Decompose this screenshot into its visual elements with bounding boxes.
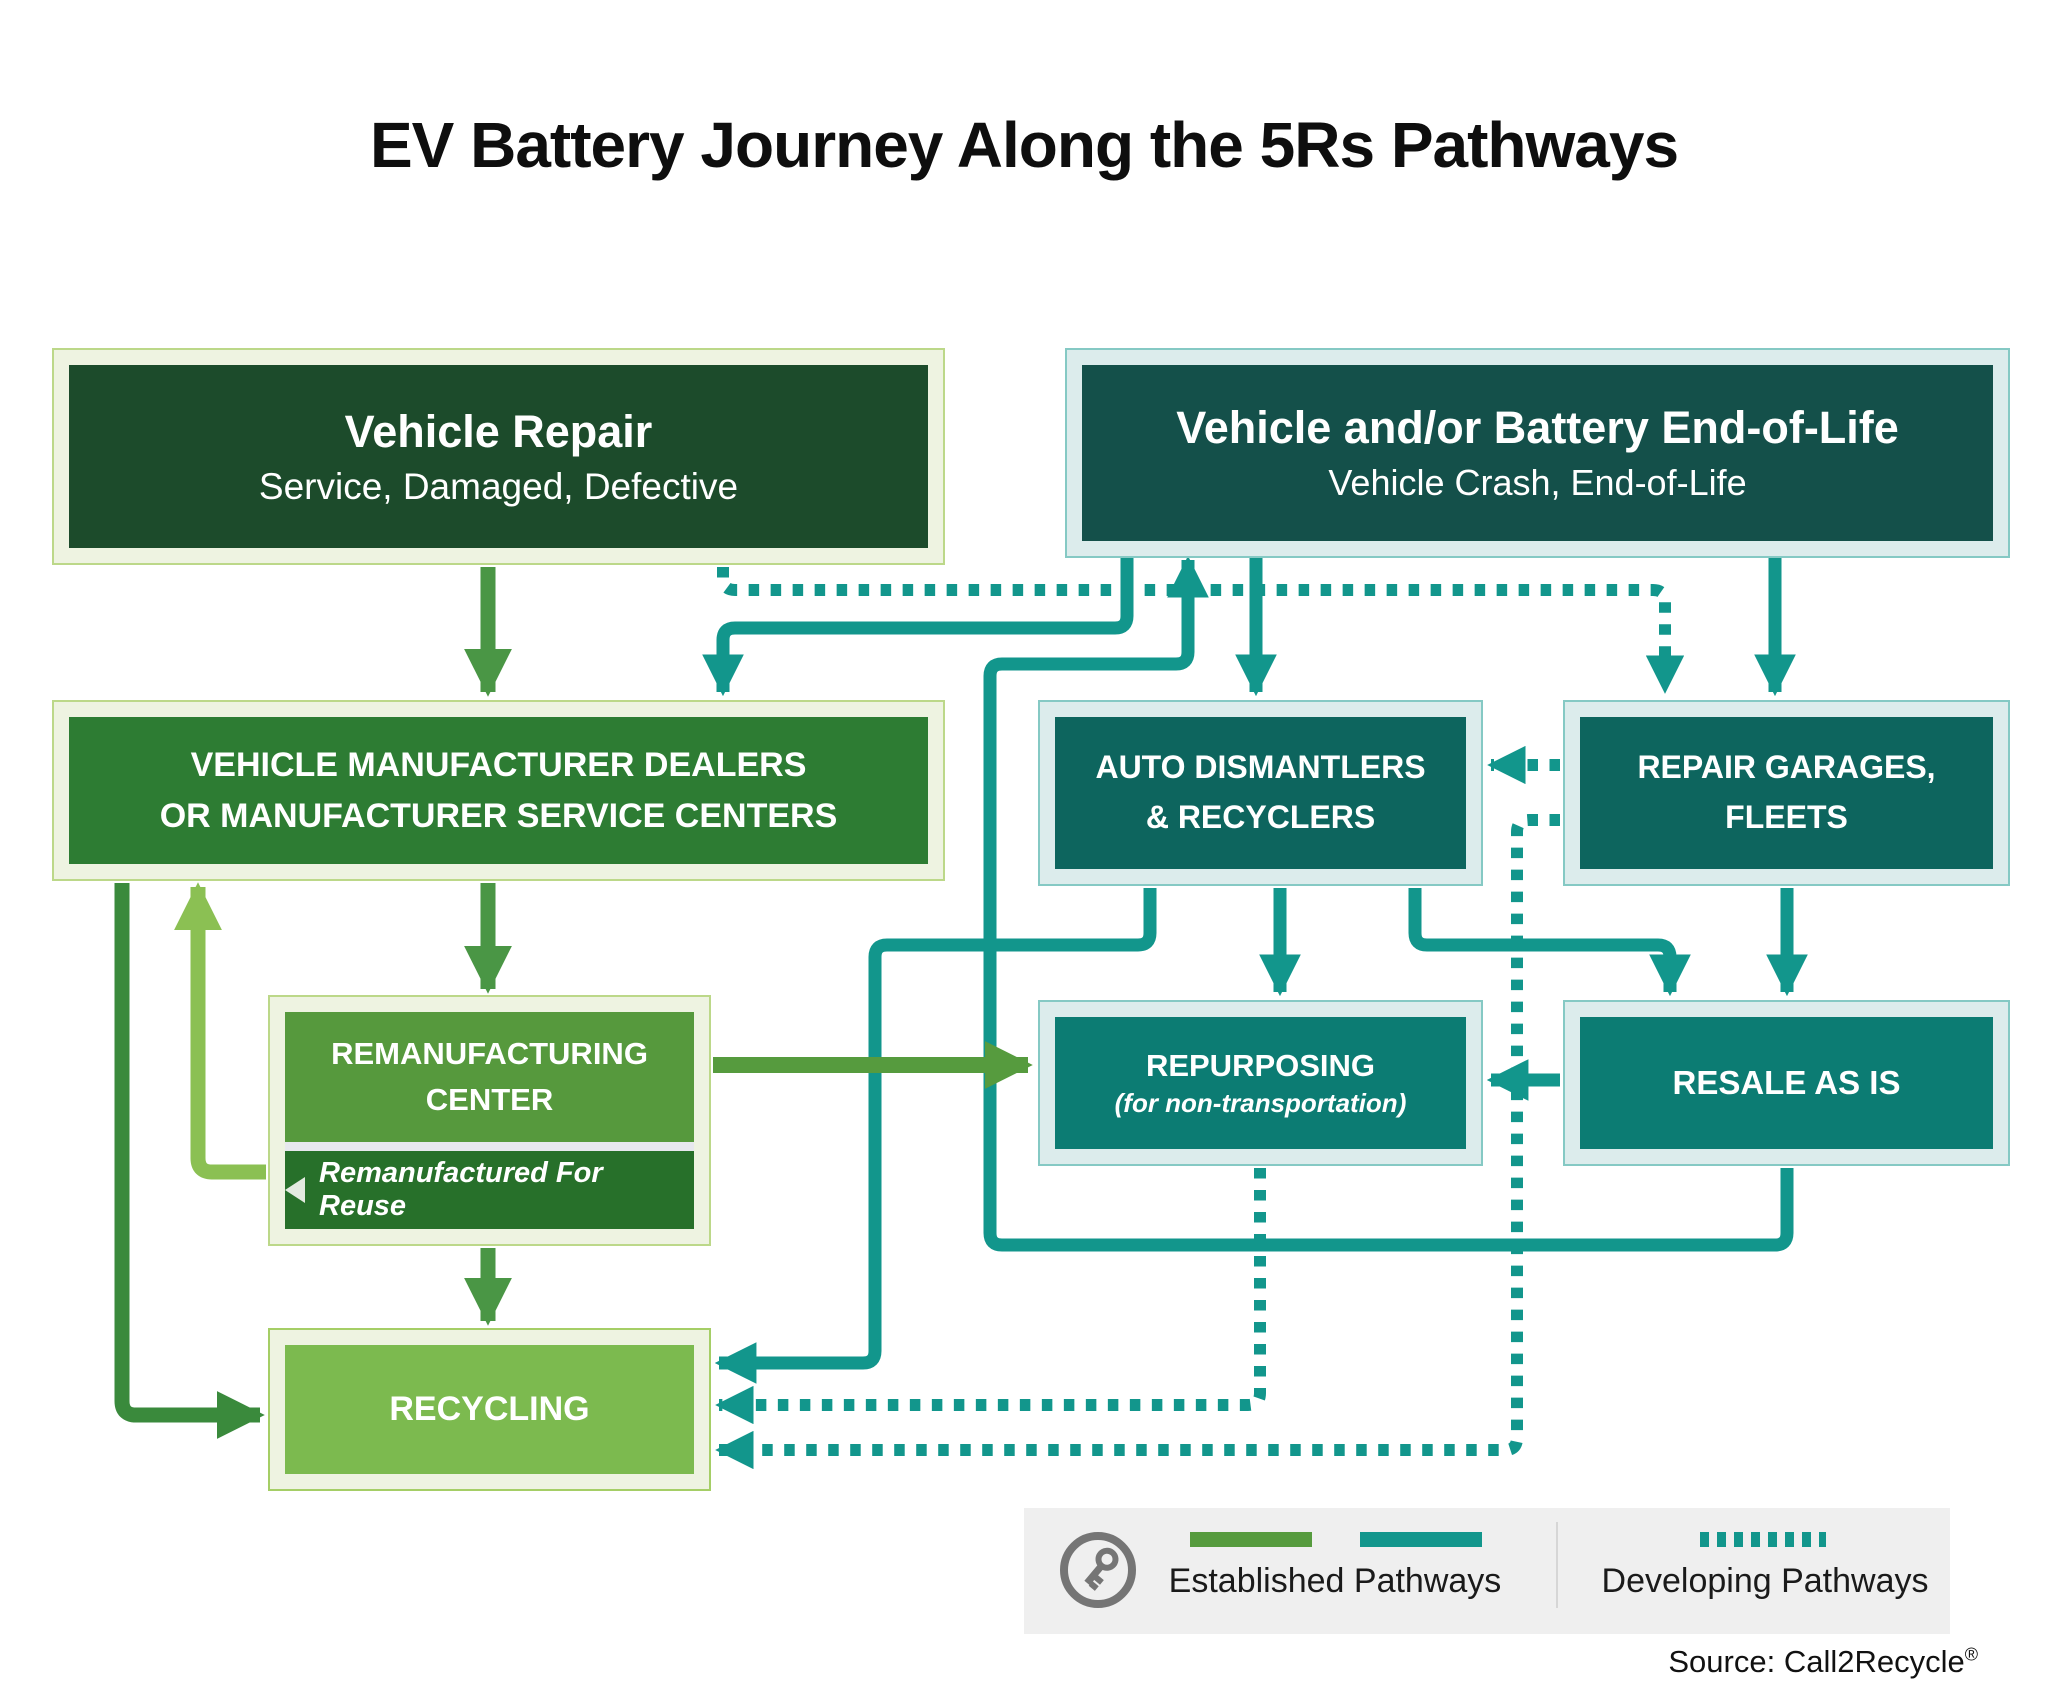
vehicle-repair-subtitle: Service, Damaged, Defective: [258, 465, 739, 507]
end-of-life-title: Vehicle and/or Battery End-of-Life: [1176, 402, 1899, 453]
vehicle-repair-title: Vehicle Repair: [344, 405, 653, 457]
legend-established-teal-line: [1360, 1532, 1482, 1547]
arrow-dismantlers-to-resale: [1408, 888, 1691, 997]
node-garages: REPAIR GARAGES, FLEETS: [1563, 700, 2010, 886]
remanufacturing-line1: REMANUFACTURING: [331, 1035, 648, 1071]
dismantlers-line2: & RECYCLERS: [1145, 799, 1376, 835]
registered-mark: ®: [1964, 1644, 1978, 1665]
node-resale: RESALE AS IS: [1563, 1000, 2010, 1166]
legend: Established Pathways Developing Pathways: [1024, 1508, 1950, 1634]
remanufacturing-line2: CENTER: [425, 1082, 554, 1117]
resale-title: RESALE AS IS: [1672, 1064, 1901, 1101]
source-credit: Source: Call2Recycle®: [1250, 1644, 1978, 1680]
node-end-of-life: Vehicle and/or Battery End-of-Life Vehic…: [1065, 348, 2010, 558]
node-recycling: RECYCLING: [268, 1328, 711, 1491]
arrow-repurposing-to-recycling: [715, 1168, 1266, 1425]
arrow-dismantlers-to-recycling: [714, 888, 1157, 1384]
node-dismantlers: AUTO DISMANTLERS & RECYCLERS: [1038, 700, 1483, 886]
garages-line1: REPAIR GARAGES,: [1637, 749, 1936, 786]
legend-established-green-line: [1190, 1532, 1312, 1547]
reuse-left-arrow-icon: [285, 1177, 305, 1203]
node-repurposing: REPURPOSING (for non-transportation): [1038, 1000, 1483, 1166]
remanufacturing-divider: [285, 1142, 694, 1151]
arrow-dealers-to-recycling: [114, 883, 265, 1440]
node-dealers: VEHICLE MANUFACTURER DEALERS OR MANUFACT…: [52, 700, 945, 881]
garages-line2: FLEETS: [1725, 799, 1848, 835]
page-title: EV Battery Journey Along the 5Rs Pathway…: [369, 109, 1679, 181]
end-of-life-subtitle: Vehicle Crash, End-of-Life: [1328, 462, 1747, 503]
dismantlers-line1: AUTO DISMANTLERS: [1095, 749, 1426, 786]
arrow-end-of-life-to-dealers: [702, 552, 1134, 697]
arrow-reuse-to-dealers: [173, 882, 266, 1180]
dealers-line2: OR MANUFACTURER SERVICE CENTERS: [159, 796, 838, 835]
node-remanufacturing: REMANUFACTURING CENTER Remanufactured Fo…: [268, 995, 711, 1246]
repurposing-subtitle: (for non-transportation): [1114, 1087, 1407, 1118]
arrow-garages-to-recycling: [715, 814, 1560, 1470]
recycling-title: RECYCLING: [389, 1390, 590, 1428]
legend-divider: [1556, 1522, 1558, 1608]
dealers-line1: VEHICLE MANUFACTURER DEALERS: [190, 745, 807, 784]
repurposing-title: REPURPOSING: [1145, 1047, 1376, 1083]
reuse-label: Remanufactured For Reuse: [319, 1157, 603, 1222]
legend-established-label: Established Pathways: [1168, 1562, 1502, 1600]
legend-developing-label: Developing Pathways: [1601, 1562, 1929, 1600]
key-icon: [1060, 1532, 1136, 1608]
source-text: Source: Call2Recycle: [1668, 1644, 1965, 1679]
legend-developing-dotted-line: [1700, 1532, 1826, 1547]
arrow-resale-to-end-of-life: [983, 555, 1794, 1252]
node-vehicle-repair: Vehicle Repair Service, Damaged, Defecti…: [52, 348, 945, 565]
